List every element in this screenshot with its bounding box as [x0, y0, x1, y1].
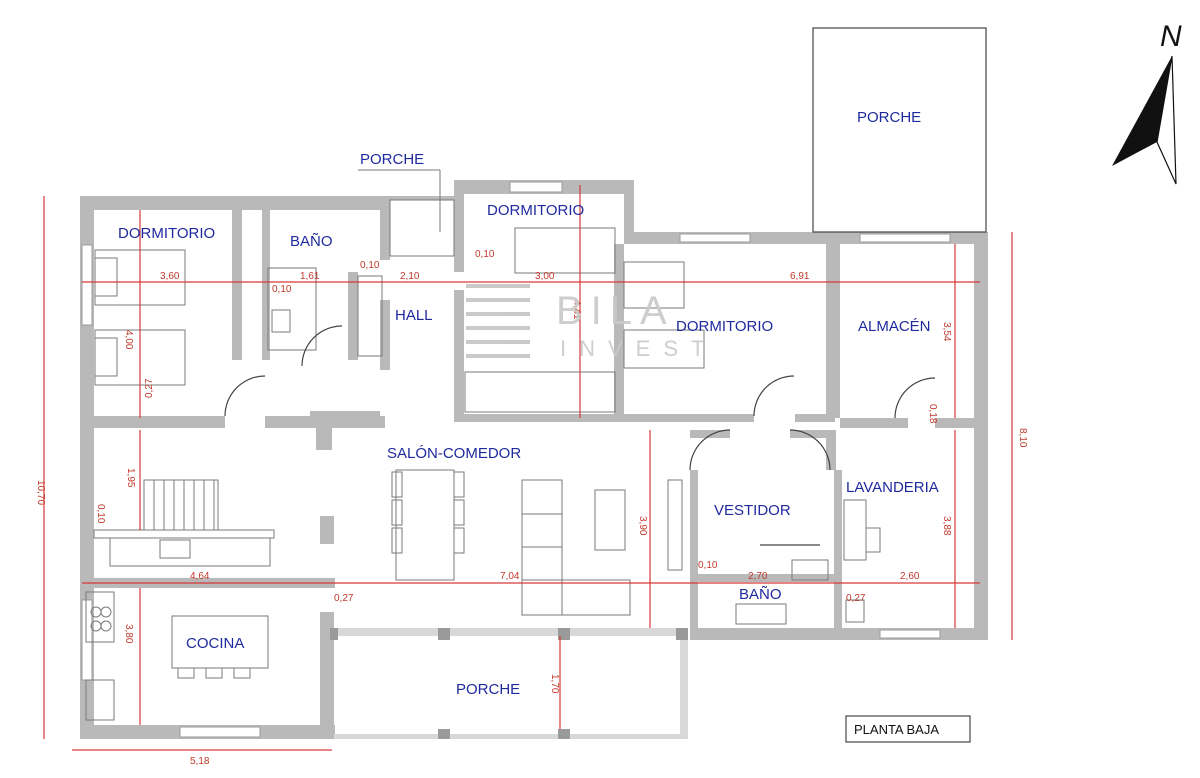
- dimension-lines: [43, 185, 1013, 751]
- label-dormitorio-2: DORMITORIO: [487, 202, 584, 219]
- dim-1-61: 1,61: [300, 271, 320, 282]
- dim-0-27-b: 0,27: [334, 593, 354, 604]
- label-almacen: ALMACÉN: [858, 318, 931, 335]
- label-lavanderia: LAVANDERIA: [846, 479, 939, 496]
- dim-10-70: 10,70: [35, 480, 46, 505]
- label-hall: HALL: [395, 307, 433, 324]
- walls: [80, 180, 988, 739]
- plan-title: PLANTA BAJA: [854, 722, 939, 737]
- north-label: N: [1160, 20, 1182, 53]
- windows: [81, 181, 951, 738]
- label-bano-1: BAÑO: [290, 233, 333, 250]
- doors: [224, 325, 936, 471]
- label-porche-top: PORCHE: [857, 109, 921, 126]
- dim-0-27-c: 0,27: [846, 593, 866, 604]
- dim-7-04: 7,04: [500, 571, 520, 582]
- room-labels: DORMITORIO BAÑO PORCHE DORMITORIO PORCHE…: [118, 109, 939, 698]
- porche-bottom-outline: [330, 628, 688, 739]
- label-dormitorio-3: DORMITORIO: [676, 318, 773, 335]
- dim-3-80: 3,80: [123, 624, 134, 644]
- dim-0-10-e: 0,10: [698, 560, 718, 571]
- porche-top-outline: [812, 27, 987, 233]
- dim-0-10-c: 0,10: [475, 249, 495, 260]
- plan-title-box: PLANTA BAJA: [845, 715, 971, 743]
- dim-0-27-a: 0,27: [144, 378, 155, 398]
- dim-2-70: 2,70: [748, 571, 768, 582]
- dim-3-88: 3,88: [941, 516, 952, 536]
- dim-4-41: 4,41: [571, 300, 582, 320]
- watermark: BILA INVEST: [466, 284, 717, 361]
- dim-3-60: 3,60: [160, 271, 180, 282]
- dim-2-60: 2,60: [900, 571, 920, 582]
- watermark-brand: BILA: [556, 289, 675, 333]
- label-cocina: COCINA: [186, 635, 244, 652]
- furniture: [85, 227, 881, 721]
- dim-0-10-d: 0,10: [95, 504, 106, 524]
- dim-4-64: 4,64: [190, 571, 210, 582]
- dim-0-10-a: 0,10: [272, 284, 292, 295]
- dim-2-10: 2,10: [400, 271, 420, 282]
- dim-3-54: 3,54: [941, 322, 952, 342]
- label-vestidor: VESTIDOR: [714, 502, 791, 519]
- label-porche-small: PORCHE: [360, 151, 424, 168]
- dim-5-18: 5,18: [190, 756, 210, 767]
- dim-1-95: 1,95: [125, 468, 136, 488]
- label-salon-comedor: SALÓN-COMEDOR: [387, 445, 521, 462]
- label-bano-2: BAÑO: [739, 586, 782, 603]
- dim-3-90: 3,90: [637, 516, 648, 536]
- dim-8-10: 8,10: [1017, 428, 1028, 448]
- dim-4-00: 4,00: [123, 330, 134, 350]
- dim-0-10-b: 0,10: [360, 260, 380, 271]
- dim-3-00: 3,00: [535, 271, 555, 282]
- watermark-sub: INVEST: [560, 336, 717, 361]
- dim-6-91: 6,91: [790, 271, 810, 282]
- dim-0-18: 0,18: [927, 404, 938, 424]
- label-dormitorio-1: DORMITORIO: [118, 225, 215, 242]
- north-arrow-icon: N: [1112, 20, 1182, 185]
- porche-small-box: [389, 199, 455, 257]
- label-porche-bottom: PORCHE: [456, 681, 520, 698]
- dim-1-70: 1,70: [549, 674, 560, 694]
- dimension-labels: 3,60 1,61 0,10 0,10 2,10 0,10 3,00 6,91 …: [35, 249, 1028, 767]
